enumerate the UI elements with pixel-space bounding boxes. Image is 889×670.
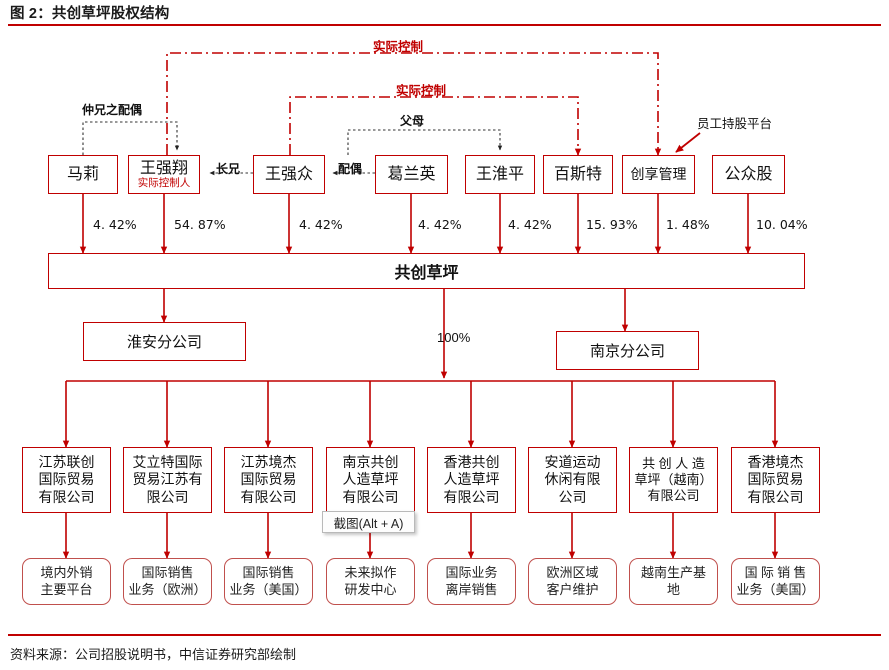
subsidiary-box-2[interactable]: 艾立特国际贸易江苏有限公司 bbox=[123, 447, 212, 513]
role-tag-2[interactable]: 国际销售业务（欧洲） bbox=[123, 558, 212, 605]
subsidiary-name: 南京共创人造草坪有限公司 bbox=[342, 454, 399, 505]
role-tag-7[interactable]: 越南生产基地 bbox=[629, 558, 718, 605]
role-text: 未来拟作研发中心 bbox=[344, 564, 397, 597]
subsidiary-box-7[interactable]: 共 创 人 造草坪（越南）有限公司 bbox=[629, 447, 718, 513]
role-text: 越南生产基地 bbox=[640, 564, 706, 597]
shareholder-name: 王淮平 bbox=[475, 165, 524, 183]
shareholder-name: 葛兰英 bbox=[387, 165, 436, 183]
subsidiary-box-3[interactable]: 江苏境杰国际贸易有限公司 bbox=[224, 447, 313, 513]
shareholder-box-7[interactable]: 创享管理 bbox=[622, 155, 695, 194]
role-tag-5[interactable]: 国际业务离岸销售 bbox=[427, 558, 516, 605]
ownership-pct-6: 15. 93% bbox=[586, 217, 638, 232]
role-tag-1[interactable]: 境内外销主要平台 bbox=[22, 558, 111, 605]
subsidiary-name: 共 创 人 造草坪（越南）有限公司 bbox=[634, 456, 713, 503]
subsidiary-box-8[interactable]: 香港境杰国际贸易有限公司 bbox=[731, 447, 820, 513]
label-eldest-brother: 长兄 bbox=[216, 162, 241, 176]
subsidiary-box-4[interactable]: 南京共创人造草坪有限公司 bbox=[326, 447, 415, 513]
subsidiary-box-1[interactable]: 江苏联创国际贸易有限公司 bbox=[22, 447, 111, 513]
role-text: 国 际 销 售业务（美国） bbox=[736, 564, 815, 597]
role-text: 国际销售业务（欧洲） bbox=[128, 564, 207, 597]
subsidiary-name: 江苏联创国际贸易有限公司 bbox=[38, 454, 95, 505]
subsidiary-box-5[interactable]: 香港共创人造草坪有限公司 bbox=[427, 447, 516, 513]
label-full-ownership: 100% bbox=[437, 330, 471, 345]
shareholder-name: 公众股 bbox=[724, 165, 773, 183]
role-tag-6[interactable]: 欧洲区域客户维护 bbox=[528, 558, 617, 605]
role-text: 国际业务离岸销售 bbox=[445, 564, 498, 597]
subsidiary-name: 香港境杰国际贸易有限公司 bbox=[747, 454, 804, 505]
subsidiary-name: 香港共创人造草坪有限公司 bbox=[443, 454, 500, 505]
controller-tag: 实际控制人 bbox=[137, 176, 191, 189]
title-divider bbox=[8, 24, 881, 26]
role-text: 境内外销主要平台 bbox=[40, 564, 93, 597]
shareholder-name: 百斯特 bbox=[553, 165, 602, 183]
shareholder-box-3[interactable]: 王强众 bbox=[253, 155, 325, 194]
subsidiary-name: 安道运动休闲有限公司 bbox=[544, 454, 601, 505]
label-spouse: 配偶 bbox=[338, 162, 363, 176]
ownership-pct-5: 4. 42% bbox=[508, 217, 552, 232]
ownership-pct-4: 4. 42% bbox=[418, 217, 462, 232]
role-text: 国际销售业务（美国） bbox=[229, 564, 308, 597]
role-tag-8[interactable]: 国 际 销 售业务（美国） bbox=[731, 558, 820, 605]
shareholder-name: 王强翔 bbox=[139, 159, 188, 177]
label-control-inner: 实际控制 bbox=[396, 84, 447, 98]
shareholder-name: 马莉 bbox=[66, 165, 99, 183]
shareholder-box-5[interactable]: 王淮平 bbox=[465, 155, 535, 194]
ownership-pct-7: 1. 48% bbox=[666, 217, 710, 232]
ownership-pct-3: 4. 42% bbox=[299, 217, 343, 232]
ownership-pct-2: 54. 87% bbox=[174, 217, 226, 232]
branch-name: 淮安分公司 bbox=[126, 334, 202, 351]
company-box[interactable]: 共创草坪 bbox=[48, 253, 805, 289]
page-title: 图 2：共创草坪股权结构 bbox=[10, 6, 170, 22]
role-tag-4[interactable]: 未来拟作研发中心 bbox=[326, 558, 415, 605]
shareholder-box-1[interactable]: 马莉 bbox=[48, 155, 118, 194]
shareholder-box-6[interactable]: 百斯特 bbox=[543, 155, 613, 194]
label-spouse-of-second-brother: 仲兄之配偶 bbox=[82, 103, 143, 117]
shareholder-box-8[interactable]: 公众股 bbox=[712, 155, 785, 194]
branch-box-1[interactable]: 淮安分公司 bbox=[83, 322, 246, 361]
subsidiary-name: 江苏境杰国际贸易有限公司 bbox=[240, 454, 297, 505]
shareholder-name: 王强众 bbox=[264, 165, 313, 183]
branch-box-2[interactable]: 南京分公司 bbox=[556, 331, 699, 370]
shareholder-box-2[interactable]: 王强翔 实际控制人 bbox=[128, 155, 200, 194]
subsidiary-name: 艾立特国际贸易江苏有限公司 bbox=[132, 454, 203, 505]
label-control-outer: 实际控制 bbox=[373, 40, 424, 54]
shareholder-box-4[interactable]: 葛兰英 bbox=[375, 155, 448, 194]
label-parents: 父母 bbox=[400, 114, 425, 128]
role-text: 欧洲区域客户维护 bbox=[546, 564, 599, 597]
branch-name: 南京分公司 bbox=[589, 343, 665, 360]
shareholder-name: 创享管理 bbox=[630, 165, 687, 182]
screenshot-tooltip: 截图(Alt + A) bbox=[322, 511, 415, 533]
source-divider bbox=[8, 634, 881, 636]
company-name: 共创草坪 bbox=[394, 265, 459, 282]
source-note: 资料来源：公司招股说明书，中信证券研究部绘制 bbox=[10, 647, 297, 662]
ownership-pct-8: 10. 04% bbox=[756, 217, 808, 232]
screenshot-tooltip-text: 截图(Alt + A) bbox=[333, 516, 404, 531]
ownership-pct-1: 4. 42% bbox=[93, 217, 137, 232]
subsidiary-box-6[interactable]: 安道运动休闲有限公司 bbox=[528, 447, 617, 513]
label-employee-platform: 员工持股平台 bbox=[697, 117, 773, 131]
role-tag-3[interactable]: 国际销售业务（美国） bbox=[224, 558, 313, 605]
